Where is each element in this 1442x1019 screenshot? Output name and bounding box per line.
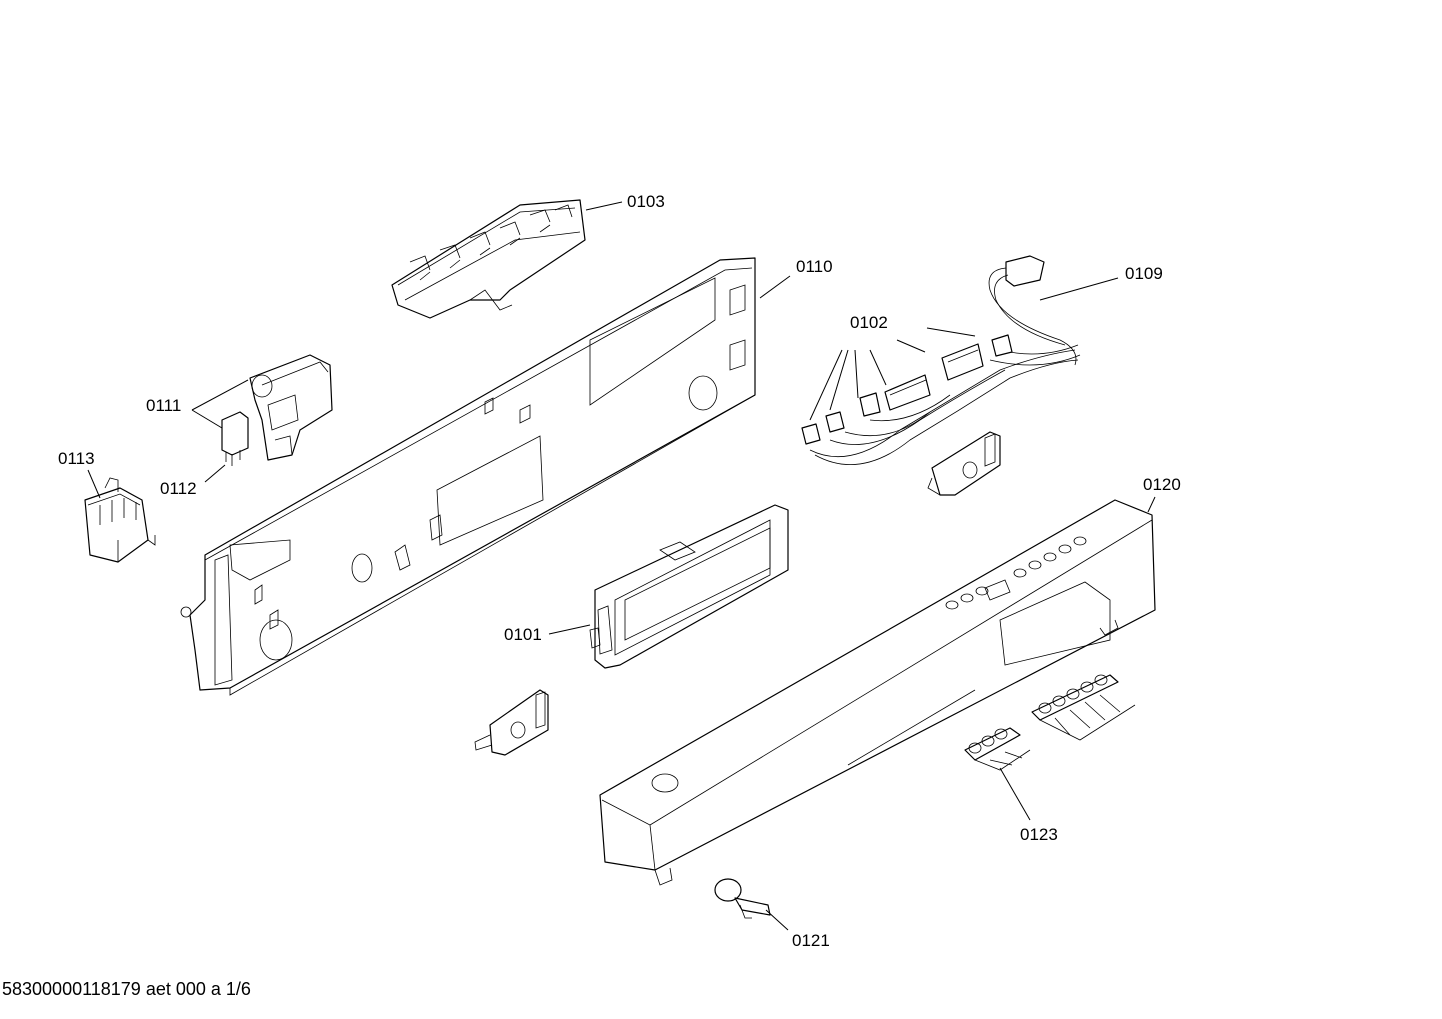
part-0120-fascia [599,499,1156,886]
harness-connectors [801,334,1013,445]
part-0101-display-module [589,504,789,669]
part-0113-connector-block [84,477,156,563]
callout-0110: 0110 [796,257,833,276]
part-0121-clip [714,878,771,919]
callout-0113: 0113 [58,449,95,468]
callout-0103: 0103 [627,192,665,211]
part-0103-switch-module [391,199,586,319]
part-0112-micro-switch [221,411,249,466]
leader-lines [87,201,1156,931]
callout-labels: 0103 0110 0109 0102 0111 0113 0112 0120 … [58,192,1181,950]
part-0123-button-strips [964,674,1136,771]
part-0109-wiring-harness [809,255,1081,465]
callout-0112: 0112 [160,479,197,498]
part-0111-door-switch [249,354,333,461]
callout-0123: 0123 [1020,825,1058,844]
callout-0102: 0102 [850,313,888,332]
part-0110-panel-frame [180,257,756,696]
callout-0101: 0101 [504,625,542,644]
callout-0121: 0121 [792,931,830,950]
callout-0109: 0109 [1125,264,1163,283]
callout-0120: 0120 [1143,475,1181,494]
part-bracket-lower [474,689,549,756]
callout-0111: 0111 [146,396,181,415]
document-id-footer: 58300000118179 aet 000 a 1/6 [2,979,251,999]
part-bracket-upper [927,431,1001,496]
